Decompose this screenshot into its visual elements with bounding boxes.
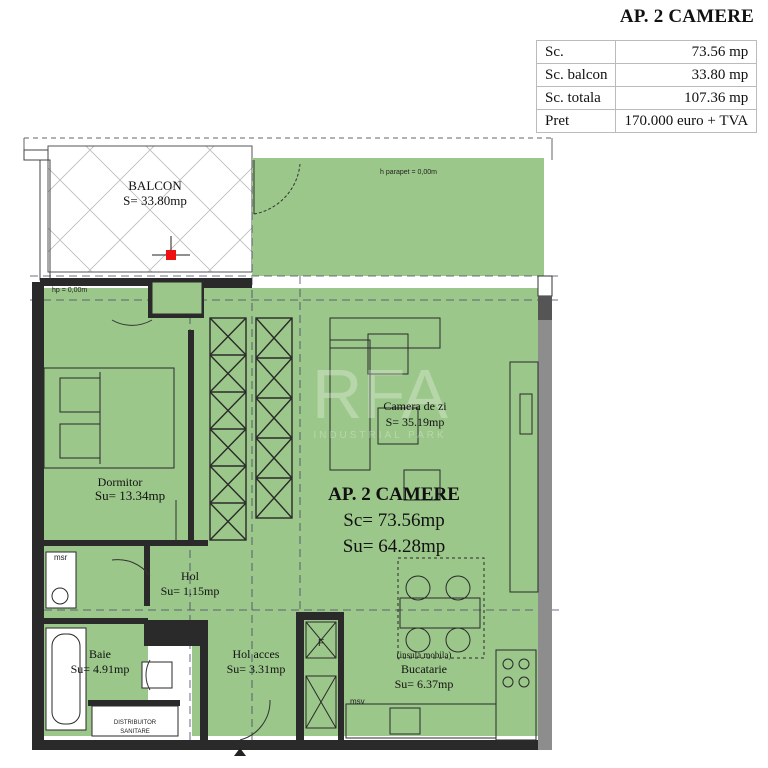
hall-floor-2 bbox=[148, 540, 208, 620]
doors bbox=[111, 160, 301, 741]
bath-fixtures bbox=[45, 551, 179, 737]
bedroom-floor bbox=[44, 288, 192, 540]
kitchen-name: Bucatarie bbox=[401, 662, 447, 676]
column bbox=[537, 275, 553, 297]
spec-label: Sc. bbox=[535, 40, 617, 64]
access-hall-name: Hol acces bbox=[233, 647, 280, 661]
parapet-note: h parapet = 0,00m bbox=[380, 169, 437, 176]
marker bbox=[152, 236, 190, 260]
hall-name: Hol bbox=[181, 569, 200, 583]
hp-note: hp = 0,00m bbox=[52, 287, 87, 294]
terrace-floor bbox=[252, 158, 544, 276]
balcony-area bbox=[23, 137, 553, 281]
spec-value: 170.000 euro + TVA bbox=[615, 109, 758, 133]
bath-name: Baie bbox=[89, 647, 111, 661]
hall-area: Su= 1.15mp bbox=[161, 584, 220, 598]
access-hall-area: Su= 3.31mp bbox=[227, 662, 286, 676]
spec-label: Sc. balcon bbox=[535, 63, 617, 87]
living-name: Camera de zi bbox=[383, 399, 447, 413]
balcony-area-label: S= 33.80mp bbox=[123, 193, 187, 208]
f-cabinet bbox=[305, 621, 337, 729]
spec-value: 33.80 mp bbox=[615, 63, 758, 87]
apartment-title: AP. 2 CAMERE bbox=[619, 6, 754, 27]
kitchen-note: (insula mobila) bbox=[397, 650, 452, 660]
msv-label: msv bbox=[350, 697, 365, 706]
spec-label: Pret bbox=[535, 109, 617, 133]
msr-label: msr bbox=[54, 553, 68, 562]
entrance-arrow bbox=[234, 748, 246, 756]
kitchen-counter bbox=[345, 649, 537, 741]
distributor-label: DISTRIBUITOR bbox=[114, 720, 157, 726]
f-label: F bbox=[318, 638, 324, 649]
center-su: Su= 64.28mp bbox=[343, 536, 446, 557]
shaft bbox=[151, 281, 203, 315]
bath-area: Su= 4.91mp bbox=[71, 662, 130, 676]
watermark-text: RFA bbox=[312, 355, 448, 433]
bed bbox=[43, 367, 175, 469]
center-title: AP. 2 CAMERE bbox=[328, 484, 460, 505]
sanitary-label: SANITARE bbox=[120, 729, 150, 735]
kitchen-area: Su= 6.37mp bbox=[395, 677, 454, 691]
watermark-sub: INDUSTRIAL PARK bbox=[313, 430, 446, 441]
center-sc: Sc= 73.56mp bbox=[343, 510, 445, 531]
dining-table bbox=[397, 557, 485, 659]
balcony-name: BALCON bbox=[128, 178, 182, 193]
wardrobes bbox=[209, 317, 293, 541]
living-area: S= 35.19mp bbox=[386, 415, 445, 429]
living-furniture bbox=[329, 317, 539, 593]
specs-row: Sc.73.56 mp bbox=[535, 40, 758, 64]
bedroom-name: Dormitor bbox=[98, 475, 143, 489]
bedroom-area: Su= 13.34mp bbox=[95, 488, 165, 503]
column bbox=[538, 296, 552, 320]
